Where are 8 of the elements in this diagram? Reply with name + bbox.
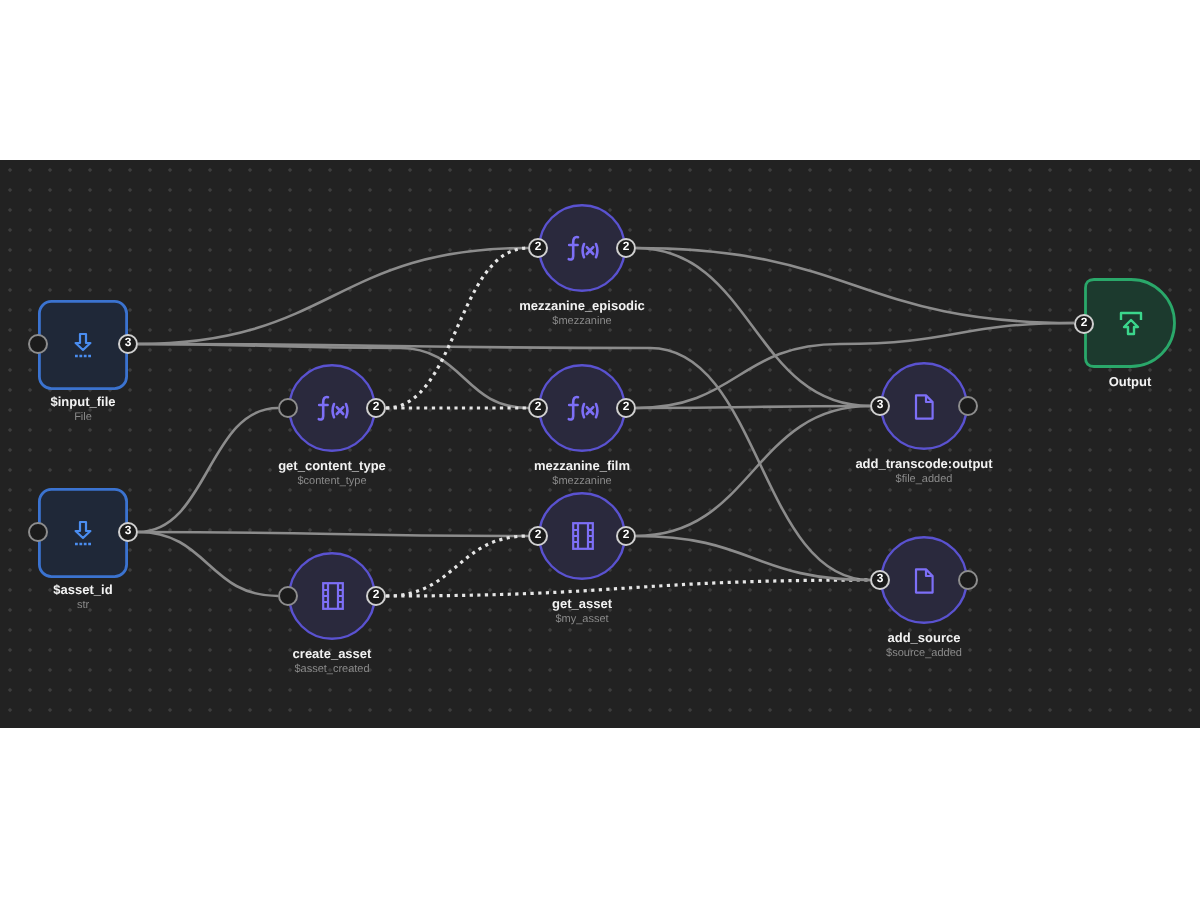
dotted-connector xyxy=(386,578,870,598)
connector xyxy=(137,530,279,598)
connector xyxy=(635,404,871,538)
dotted-connector xyxy=(386,406,528,410)
connector xyxy=(635,246,871,408)
connector xyxy=(137,406,279,534)
connector xyxy=(635,321,1074,410)
connector xyxy=(635,534,871,582)
